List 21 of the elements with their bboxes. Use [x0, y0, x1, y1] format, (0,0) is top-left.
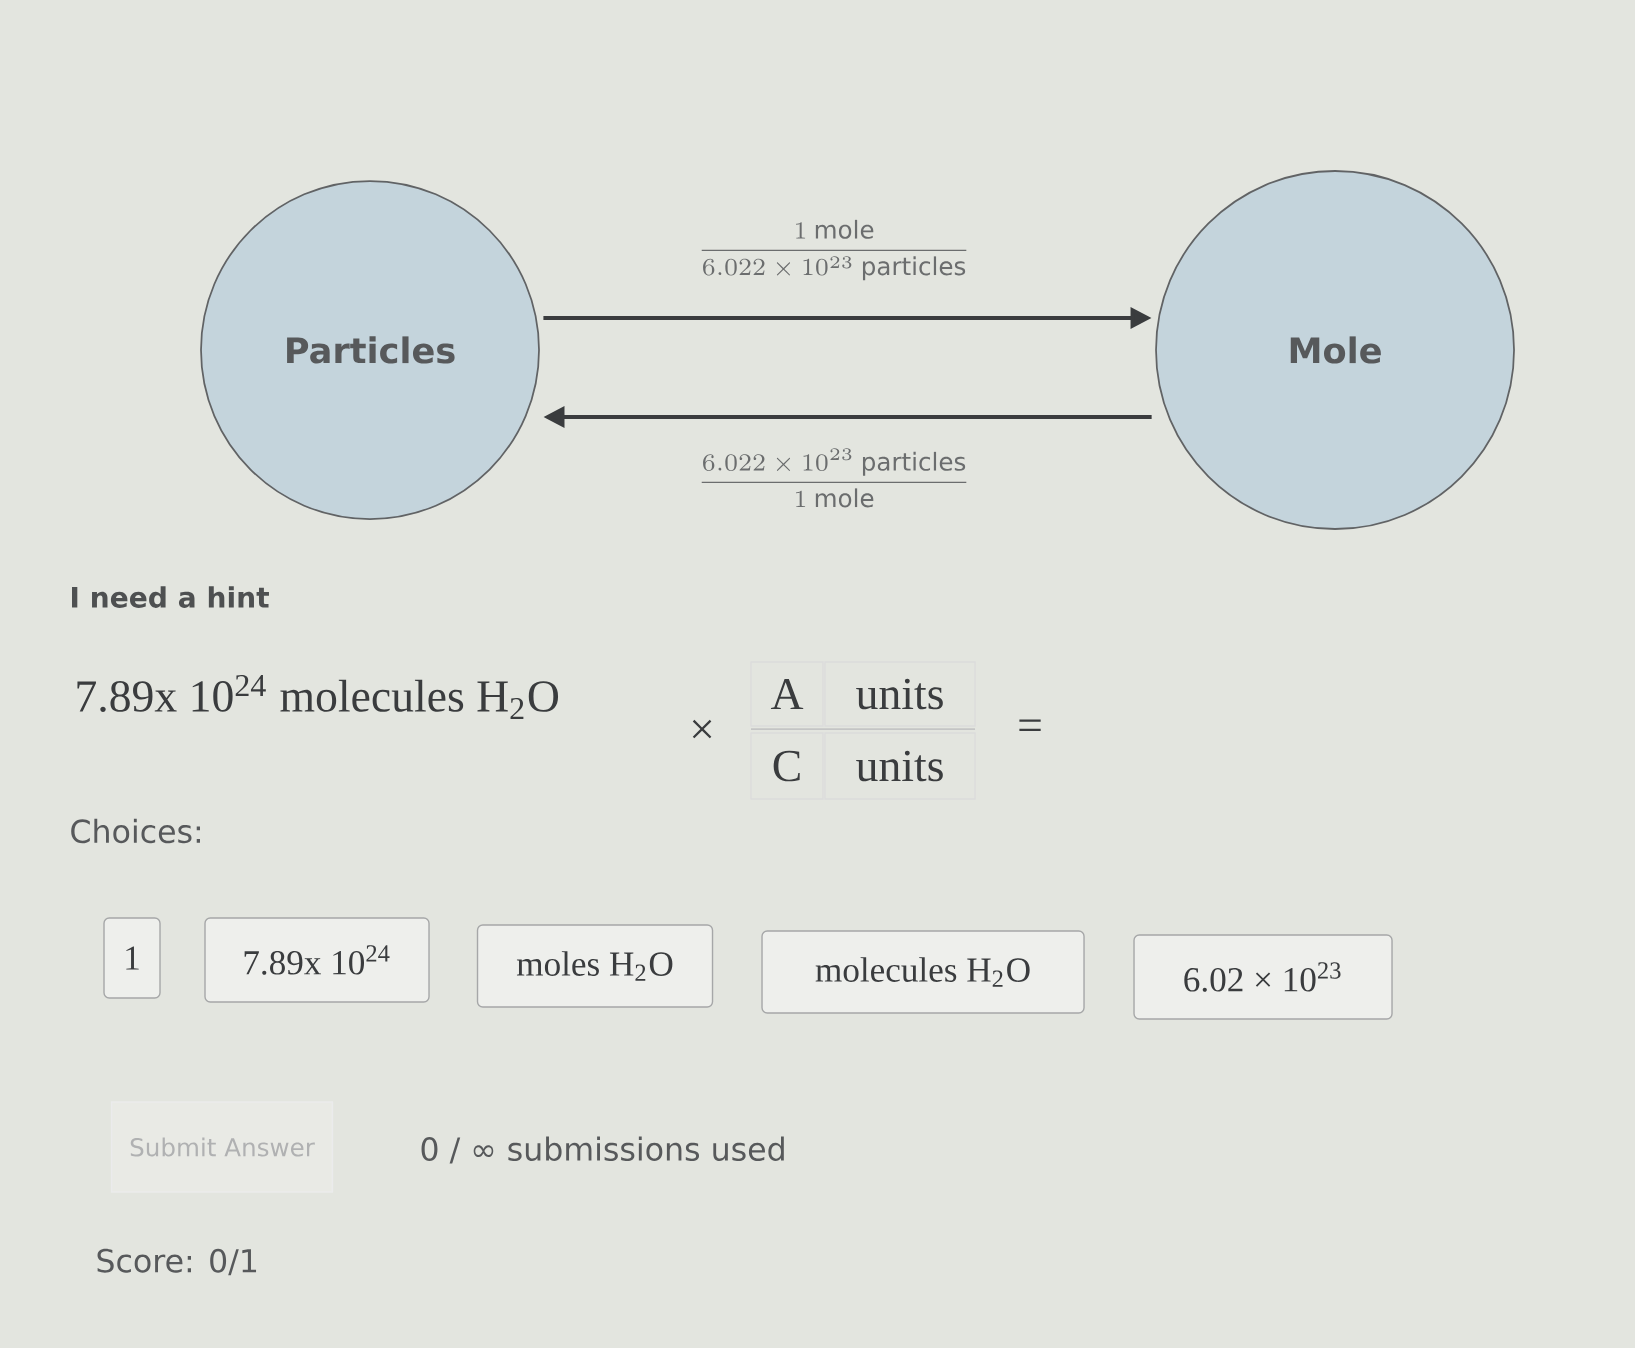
equation-text: 7.89x 10$^{24}$ molecules H$_{2}$O — [77, 674, 559, 720]
answer-box: units — [824, 732, 976, 800]
choice-tile: 7.89x 10$^{24}$ — [204, 917, 430, 1003]
answer-box: C — [750, 732, 824, 800]
operator-sign: = — [1019, 719, 1041, 731]
choice-tile: 6.02 × 10$^{23}$ — [1133, 934, 1393, 1020]
hint-link: I need a hint — [72, 586, 269, 608]
status-text: Score: 0/1 — [97, 1248, 257, 1276]
choice-tile: moles H$_{2}$O — [476, 924, 714, 1008]
circle-node: Particles — [200, 180, 540, 520]
status-text: 0 / ∞ submissions used — [421, 1136, 784, 1164]
operator-sign: × — [692, 719, 712, 739]
choice-tile: molecules H$_{2}$O — [761, 930, 1085, 1014]
choice-tile: 1 — [103, 917, 161, 999]
answer-box: units — [824, 661, 976, 727]
edge-label: $\frac{6.022 \times 10^{23}\ \mathrm{particles}}{1\ \mathrm{mole}}$ — [701, 448, 967, 508]
circle-node: Mole — [1155, 170, 1515, 530]
submit-button: Submit Answer — [110, 1101, 334, 1193]
answer-box: A — [750, 661, 824, 727]
section-heading: Choices: — [71, 818, 200, 844]
edge-label: $\frac{1\ \mathrm{mole}}{6.022 \times 10^{23}\ \mathrm{particles}}$ — [701, 219, 967, 281]
